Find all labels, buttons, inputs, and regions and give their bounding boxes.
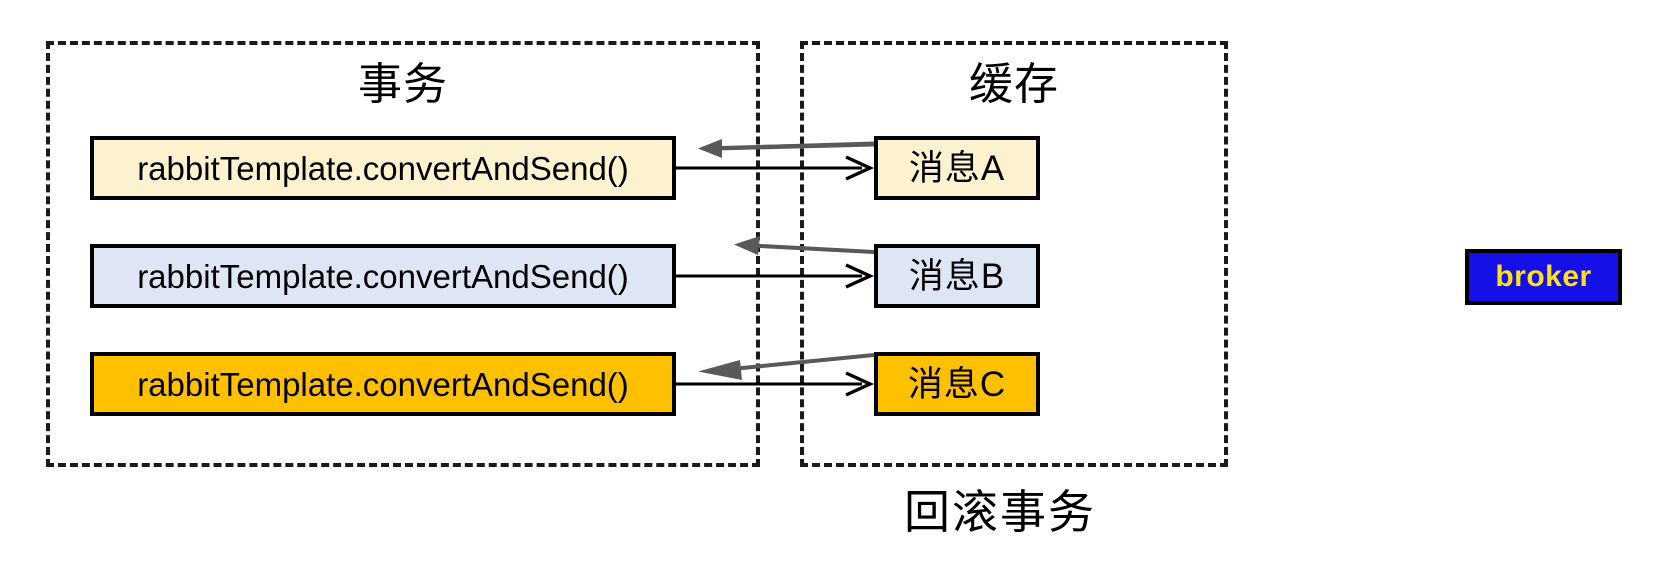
call-box-c-label: rabbitTemplate.convertAndSend(): [137, 365, 629, 403]
call-box-c[interactable]: rabbitTemplate.convertAndSend(): [90, 352, 676, 416]
message-box-a[interactable]: 消息A: [874, 136, 1040, 200]
message-box-b[interactable]: 消息B: [874, 244, 1040, 308]
diagram-caption: 回滚事务: [904, 486, 1096, 538]
group-cache: 缓存: [800, 41, 1228, 467]
message-box-c[interactable]: 消息C: [874, 352, 1040, 416]
broker-box[interactable]: broker: [1465, 249, 1622, 305]
broker-label: broker: [1495, 260, 1592, 293]
message-box-b-label: 消息B: [908, 256, 1006, 296]
group-cache-title: 缓存: [969, 60, 1059, 109]
call-box-a-label: rabbitTemplate.convertAndSend(): [137, 149, 629, 187]
message-box-a-label: 消息A: [908, 148, 1006, 188]
message-box-c-label: 消息C: [907, 364, 1007, 404]
group-transaction-title: 事务: [358, 60, 448, 109]
call-box-b-label: rabbitTemplate.convertAndSend(): [137, 257, 629, 295]
call-box-b[interactable]: rabbitTemplate.convertAndSend(): [90, 244, 676, 308]
call-box-a[interactable]: rabbitTemplate.convertAndSend(): [90, 136, 676, 200]
